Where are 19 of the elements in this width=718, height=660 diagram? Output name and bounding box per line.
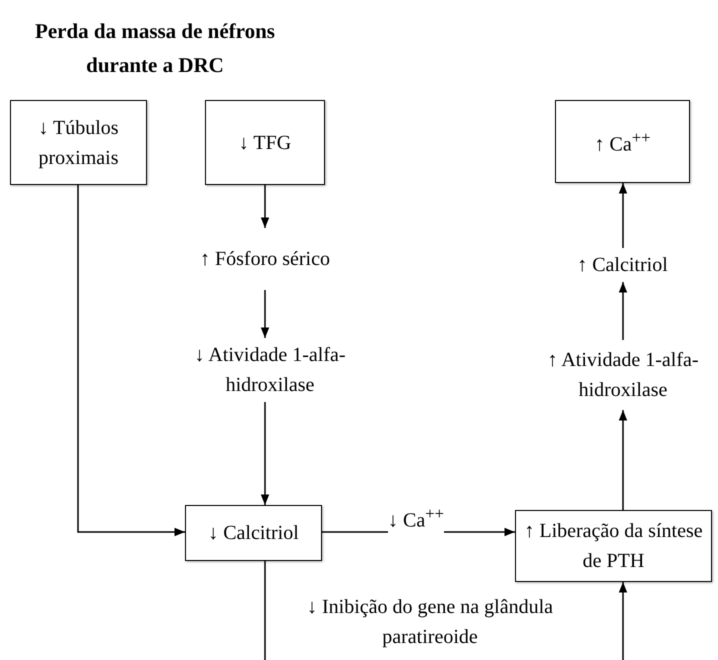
- arrow: [260, 290, 270, 338]
- process-box: ↑ Ca$^{++}$: [555, 100, 690, 183]
- arrow: [77, 185, 185, 536]
- process-box: ↓ TFG: [205, 100, 325, 185]
- node-text: ↑ Atividade 1-alfa-hidroxilase: [530, 340, 716, 410]
- process-box: ↓ Túbulos proximais: [10, 100, 147, 185]
- node-text: ↓ Atividade 1-alfa-hidroxilase: [170, 338, 370, 402]
- arrow: [618, 410, 628, 510]
- node-text: ↑ Fósforo sérico: [195, 228, 335, 290]
- arrow: [618, 282, 628, 340]
- note-text: ↓ Inibição do gene na glândula paratireoide: [306, 595, 554, 650]
- node-text: ↑ Calcitriol: [550, 248, 695, 282]
- arrow: [618, 582, 628, 660]
- arrow: [260, 402, 270, 505]
- arrow: [260, 185, 270, 228]
- arrow: [618, 183, 628, 248]
- process-box: ↑ Liberação da síntese de PTH: [515, 510, 712, 582]
- process-box: ↓ Calcitriol: [185, 505, 322, 561]
- title: Perda da massa de néfrons durante a DRC: [34, 18, 276, 79]
